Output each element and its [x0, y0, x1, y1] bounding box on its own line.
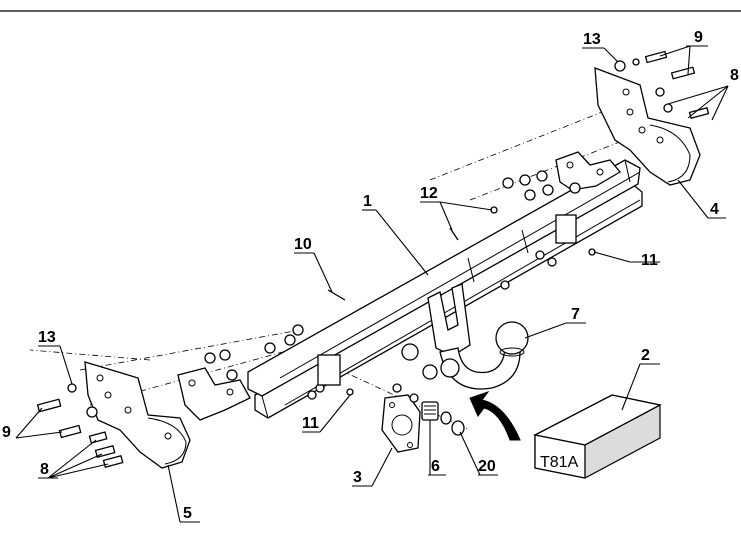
callout-20: 20 [478, 458, 496, 475]
callout-8-left: 8 [40, 461, 49, 478]
callout-8-right: 8 [730, 67, 739, 84]
tow-ball-assembly [401, 283, 529, 390]
callout-9-right: 9 [694, 29, 703, 46]
callout-12: 12 [420, 185, 438, 202]
hardware-nuts [204, 170, 581, 400]
callout-9-left: 9 [2, 424, 11, 441]
callout-7: 7 [571, 306, 580, 323]
socket-plate [381, 394, 421, 453]
callout-11-right: 11 [641, 252, 658, 269]
package-label: T81A [540, 454, 579, 471]
callout-5: 5 [183, 505, 192, 522]
right-side-bracket [594, 67, 701, 186]
callout-3: 3 [353, 469, 362, 486]
callout-13-left: 13 [38, 329, 56, 346]
assembly-arrow [469, 391, 521, 441]
callout-2: 2 [641, 347, 650, 364]
callout-6: 6 [431, 458, 440, 475]
callout-labels: 1 2 3 4 5 6 7 8 8 9 9 10 11 11 12 13 13 … [2, 29, 739, 522]
callout-13-right: 13 [583, 31, 601, 48]
callout-11-left: 11 [302, 415, 319, 432]
callout-10: 10 [294, 236, 312, 253]
misc-fasteners [317, 206, 596, 396]
callout-1: 1 [363, 193, 372, 210]
left-beam-plate [177, 367, 251, 421]
left-side-bracket [84, 361, 191, 469]
callout-4: 4 [710, 201, 719, 218]
kit-package-box [533, 394, 662, 479]
crossbar-beam [247, 159, 643, 419]
leader-lines [15, 45, 729, 523]
right-beam-plate [555, 151, 621, 191]
